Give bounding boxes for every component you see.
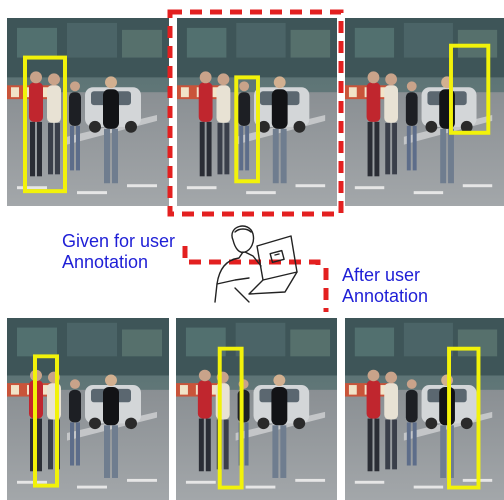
bottom-frame-3: [345, 318, 504, 500]
bounding-box: [449, 43, 491, 135]
bounding-box: [23, 55, 67, 194]
bounding-box: [33, 354, 59, 488]
bottom-frame-2: [176, 318, 337, 500]
top-frame-2: [177, 18, 337, 206]
caption-given: Given for user Annotation: [62, 231, 175, 273]
bounding-box: [217, 346, 244, 490]
top-frame-3: [345, 18, 504, 206]
caption-after-line2: Annotation: [342, 286, 429, 306]
top-frame-1: [7, 18, 169, 206]
bottom-frame-1: [7, 318, 169, 500]
caption-given-line2: Annotation: [62, 252, 149, 272]
bounding-box: [447, 346, 481, 490]
caption-after-line1: After user: [342, 265, 421, 285]
caption-after: After user Annotation: [342, 265, 428, 307]
caption-given-line1: Given for user: [62, 231, 176, 251]
person-at-laptop-icon: [214, 225, 298, 303]
